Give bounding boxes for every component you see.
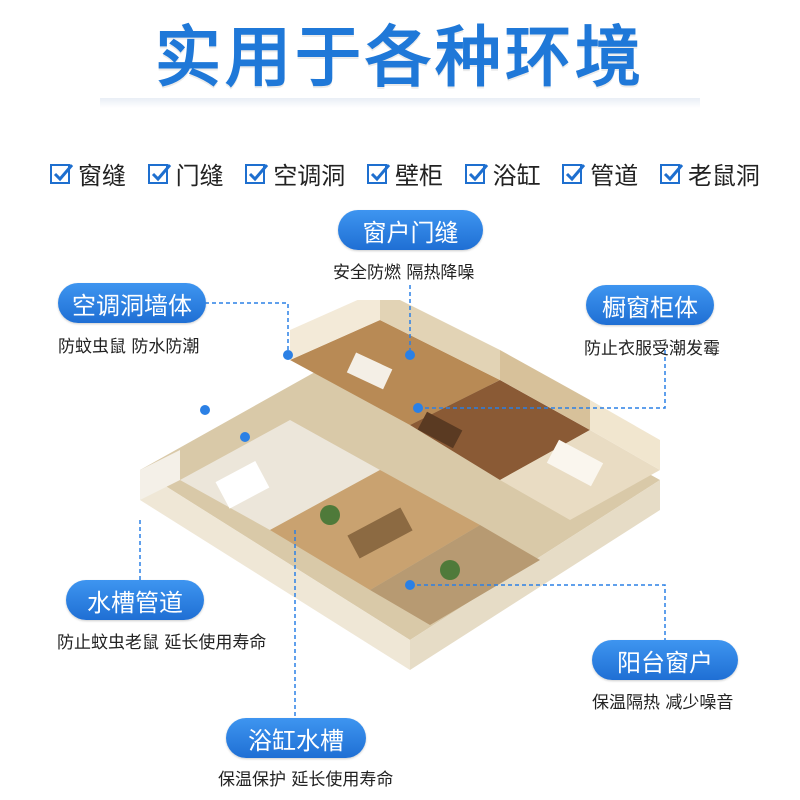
label-bathtub: 浴缸水槽 <box>226 718 366 758</box>
check-icon <box>366 163 391 184</box>
check-item-bathtub: 浴缸 <box>464 156 541 191</box>
check-label: 老鼠洞 <box>687 162 760 190</box>
check-label: 壁柜 <box>394 162 443 190</box>
label-sink-pipe: 水槽管道 <box>66 580 204 620</box>
check-label: 窗缝 <box>78 162 126 190</box>
check-label: 门缝 <box>175 162 224 190</box>
check-item-door-gap: 门缝 <box>147 156 224 191</box>
label-balcony: 阳台窗户 <box>592 640 738 680</box>
page-title: 实用于各种环境 <box>155 19 645 96</box>
check-label: 空调洞 <box>273 162 346 190</box>
check-item-ac-hole: 空调洞 <box>245 156 345 191</box>
check-label: 管道 <box>590 162 639 190</box>
desc-window-door: 安全防燃 隔热降噪 <box>333 263 475 283</box>
check-icon <box>245 163 269 184</box>
check-label: 浴缸 <box>492 162 541 190</box>
desc-ac-wall: 防蚊虫鼠 防水防潮 <box>58 337 200 357</box>
label-window-door: 窗户门缝 <box>338 210 483 250</box>
label-cabinet: 橱窗柜体 <box>586 285 714 325</box>
check-icon <box>659 163 684 184</box>
check-icon <box>50 163 74 184</box>
house-illustration <box>140 300 660 670</box>
title-divider <box>100 98 700 108</box>
desc-bathtub: 保温保护 延长使用寿命 <box>218 770 394 790</box>
check-item-rat-hole: 老鼠洞 <box>659 156 760 191</box>
feature-checklist: 窗缝 门缝 空调洞 壁柜 浴缸 管道 老鼠洞 <box>50 156 760 191</box>
check-item-pipe: 管道 <box>562 156 638 191</box>
desc-balcony: 保温隔热 减少噪音 <box>592 693 734 713</box>
label-ac-wall: 空调洞墙体 <box>58 283 206 323</box>
desc-sink-pipe: 防止蚊虫老鼠 延长使用寿命 <box>57 633 267 653</box>
check-item-window-gap: 窗缝 <box>50 156 126 191</box>
check-icon <box>147 163 171 184</box>
check-item-closet: 壁柜 <box>366 156 443 191</box>
check-icon <box>562 163 586 184</box>
check-icon <box>464 163 488 184</box>
desc-cabinet: 防止衣服受潮发霉 <box>584 339 720 359</box>
